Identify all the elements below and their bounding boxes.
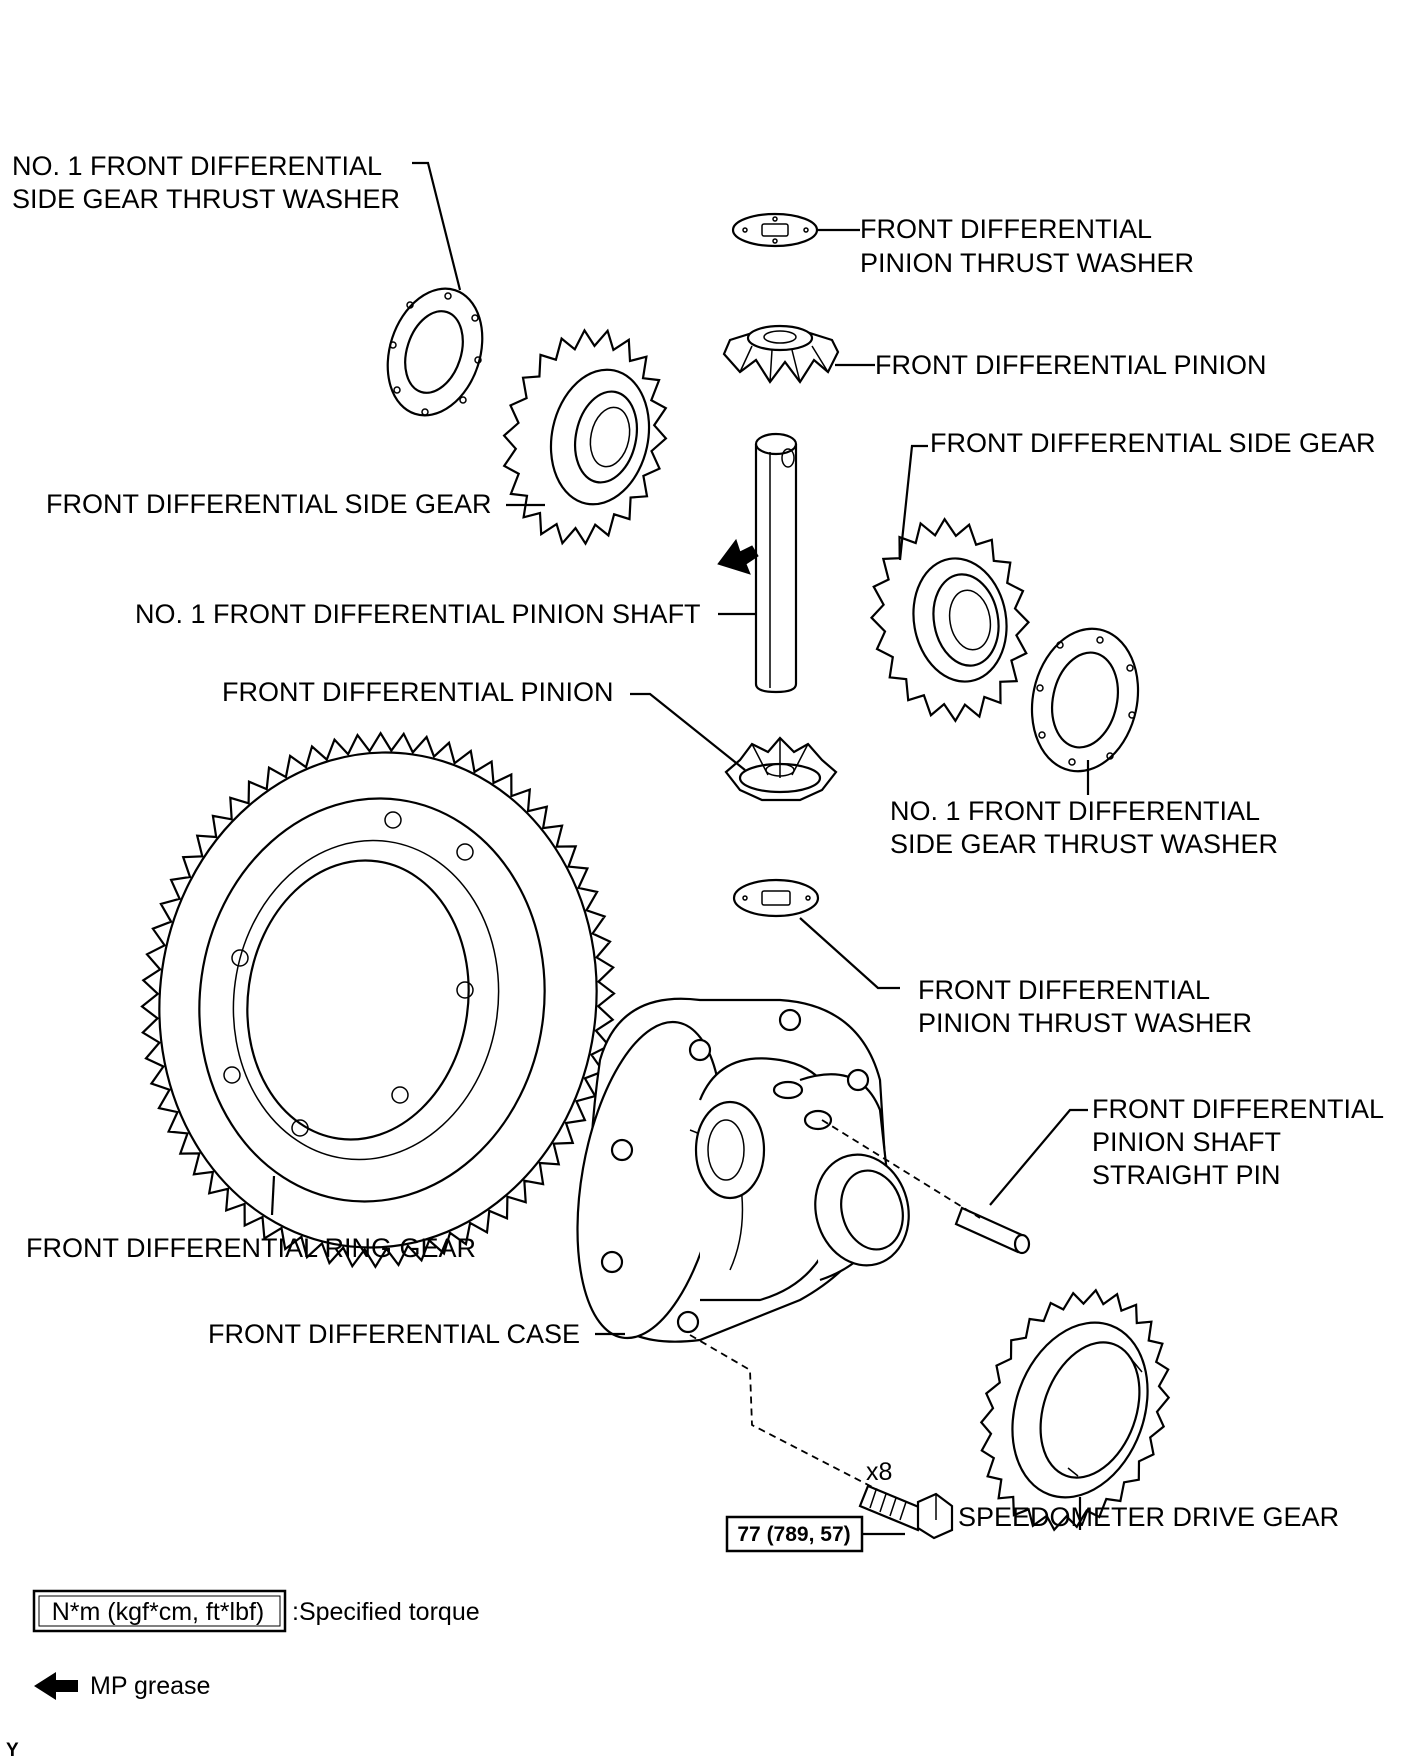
label-speedometer-gear: SPEEDOMETER DRIVE GEAR: [958, 1502, 1339, 1532]
label-bottom-pinion: FRONT DIFFERENTIAL PINION: [222, 677, 614, 707]
legend-torque-text: :Specified torque: [292, 1598, 480, 1626]
label-ring-gear: FRONT DIFFERENTIAL RING GEAR: [26, 1233, 476, 1263]
label-left-side-gear: FRONT DIFFERENTIAL SIDE GEAR: [46, 489, 492, 519]
label-right-thrust-washer-2: SIDE GEAR THRUST WASHER: [890, 829, 1278, 859]
legend-grease-text: MP grease: [90, 1672, 210, 1700]
left-side-gear-thrust-washer: [386, 287, 484, 417]
top-pinion-thrust-washer: [731, 212, 819, 248]
label-right-thrust-washer-1: NO. 1 FRONT DIFFERENTIAL: [890, 796, 1260, 826]
label-top-pinion-thrust-washer-1: FRONT DIFFERENTIAL: [860, 214, 1152, 244]
label-straight-pin-2: PINION SHAFT: [1092, 1127, 1281, 1157]
pinion-shaft: [754, 432, 798, 694]
label-top-pinion-thrust-washer-2: PINION THRUST WASHER: [860, 248, 1194, 278]
label-pinion-shaft: NO. 1 FRONT DIFFERENTIAL PINION SHAFT: [135, 599, 701, 629]
leader-lines: [270, 161, 1090, 1536]
ring-gear: [140, 731, 616, 1269]
straight-pin: [954, 1206, 1031, 1255]
label-left-thrust-washer-2: SIDE GEAR THRUST WASHER: [12, 184, 400, 214]
legend: N*m (kgf*cm, ft*lbf) :Specified torque M…: [32, 1589, 480, 1700]
label-case: FRONT DIFFERENTIAL CASE: [208, 1319, 580, 1349]
legend-torque-unit: N*m (kgf*cm, ft*lbf): [52, 1598, 265, 1626]
bottom-pinion-thrust-washer: [732, 878, 820, 918]
label-bottom-pinion-thrust-washer-1: FRONT DIFFERENTIAL: [918, 975, 1210, 1005]
label-bottom-pinion-thrust-washer-2: PINION THRUST WASHER: [918, 1008, 1252, 1038]
differential-case: [576, 997, 910, 1343]
bottom-pinion: [724, 736, 838, 802]
right-side-gear-thrust-washer: [1030, 627, 1140, 773]
grease-arrow-on-shaft: [717, 538, 759, 575]
label-left-thrust-washer-1: NO. 1 FRONT DIFFERENTIAL: [12, 151, 382, 181]
case-bolt: [858, 1484, 954, 1540]
right-side-gear: [869, 517, 1031, 723]
label-straight-pin-3: STRAIGHT PIN: [1092, 1160, 1281, 1190]
speedometer-drive-gear: [979, 1288, 1171, 1532]
label-bolt-torque: 77 (789, 57): [737, 1523, 850, 1546]
left-side-gear: [502, 328, 668, 546]
corner-mark: Y: [6, 1740, 19, 1761]
label-bolt-count: x8: [866, 1458, 892, 1486]
top-pinion: [722, 324, 840, 384]
bolt-torque-box: [725, 1515, 864, 1553]
label-top-pinion: FRONT DIFFERENTIAL PINION: [875, 350, 1267, 380]
grease-arrow-icon: [34, 1672, 78, 1700]
label-right-side-gear: FRONT DIFFERENTIAL SIDE GEAR: [930, 428, 1376, 458]
label-straight-pin-1: FRONT DIFFERENTIAL: [1092, 1094, 1384, 1124]
legend-torque-box: [32, 1589, 287, 1633]
